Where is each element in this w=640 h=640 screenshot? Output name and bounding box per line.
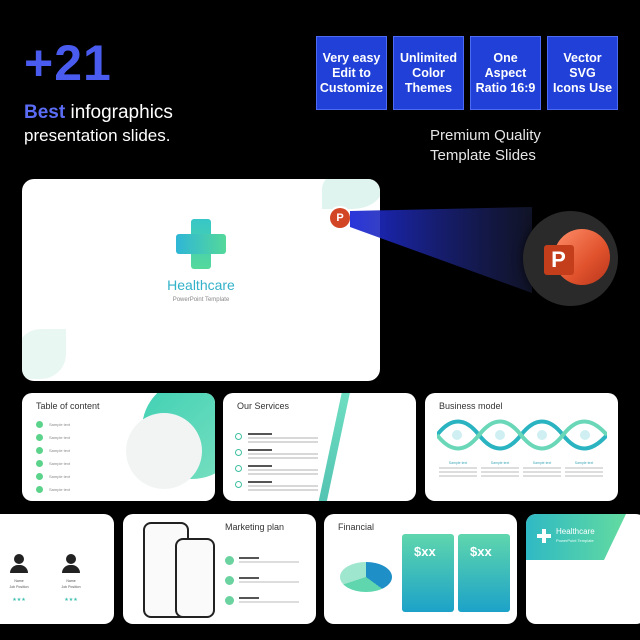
price-label: $xx xyxy=(414,544,436,559)
medical-cross-icon xyxy=(537,529,551,543)
main-slide-title: Healthcare xyxy=(167,277,235,293)
feature-badge-aspect: One Aspect Ratio 16:9 xyxy=(470,36,541,110)
powerpoint-small-icon: P xyxy=(328,206,352,230)
feature-badge-colors: Unlimited Color Themes xyxy=(393,36,464,110)
slide-thumb-healthcare-small: Healthcare PowerPoint Template xyxy=(526,514,640,624)
main-slide-preview: Healthcare PowerPoint Template xyxy=(22,179,380,381)
slide-thumb-our-services: Our Services xyxy=(223,393,416,501)
headline-subtitle-line2: presentation slides. xyxy=(24,126,171,145)
medical-cross-icon xyxy=(176,219,226,269)
user-icon xyxy=(66,554,76,564)
business-title: Business model xyxy=(439,401,503,411)
premium-quality-text: Premium Quality Template Slides xyxy=(430,126,541,166)
pie-chart-icon xyxy=(340,562,392,592)
slide-thumb-table-of-content: Table of content Sample text Sample text… xyxy=(22,393,215,501)
financial-title: Financial xyxy=(338,522,375,532)
powerpoint-logo-icon: P xyxy=(523,211,618,306)
feature-badges: Very easy Edit to Customize Unlimited Co… xyxy=(316,36,619,110)
main-slide-subtitle: PowerPoint Template xyxy=(172,297,230,303)
premium-line1: Premium Quality xyxy=(430,127,541,144)
slide-thumb-team: Name Job Position ★★★ Name Job Position … xyxy=(0,514,114,624)
subtitle-accent: Best xyxy=(24,102,66,123)
leaf-decoration xyxy=(22,329,66,379)
toc-title: Table of content xyxy=(36,401,100,411)
leaf-decoration xyxy=(322,179,380,209)
marketing-title: Marketing plan xyxy=(225,522,285,532)
slide-thumb-financial: Financial $xx $xx xyxy=(324,514,517,624)
headline-subtitle: Best infographics xyxy=(24,102,173,124)
beam-decoration xyxy=(350,207,532,293)
feature-badge-edit: Very easy Edit to Customize xyxy=(316,36,387,110)
premium-line2: Template Slides xyxy=(430,147,536,164)
price-label: $xx xyxy=(470,544,492,559)
subtitle-rest: infographics xyxy=(65,102,173,123)
phone-icon xyxy=(175,538,215,618)
slide-thumb-marketing-plan: Marketing plan xyxy=(123,514,316,624)
feature-badge-icons: Vector SVG Icons Use xyxy=(547,36,618,110)
services-title: Our Services xyxy=(237,401,290,411)
slide-thumb-business-model: Business model Sample text Sample text S… xyxy=(425,393,618,501)
dna-helix-icon xyxy=(437,419,607,451)
slide-count-headline: +21 xyxy=(24,35,112,91)
user-icon xyxy=(14,554,24,564)
